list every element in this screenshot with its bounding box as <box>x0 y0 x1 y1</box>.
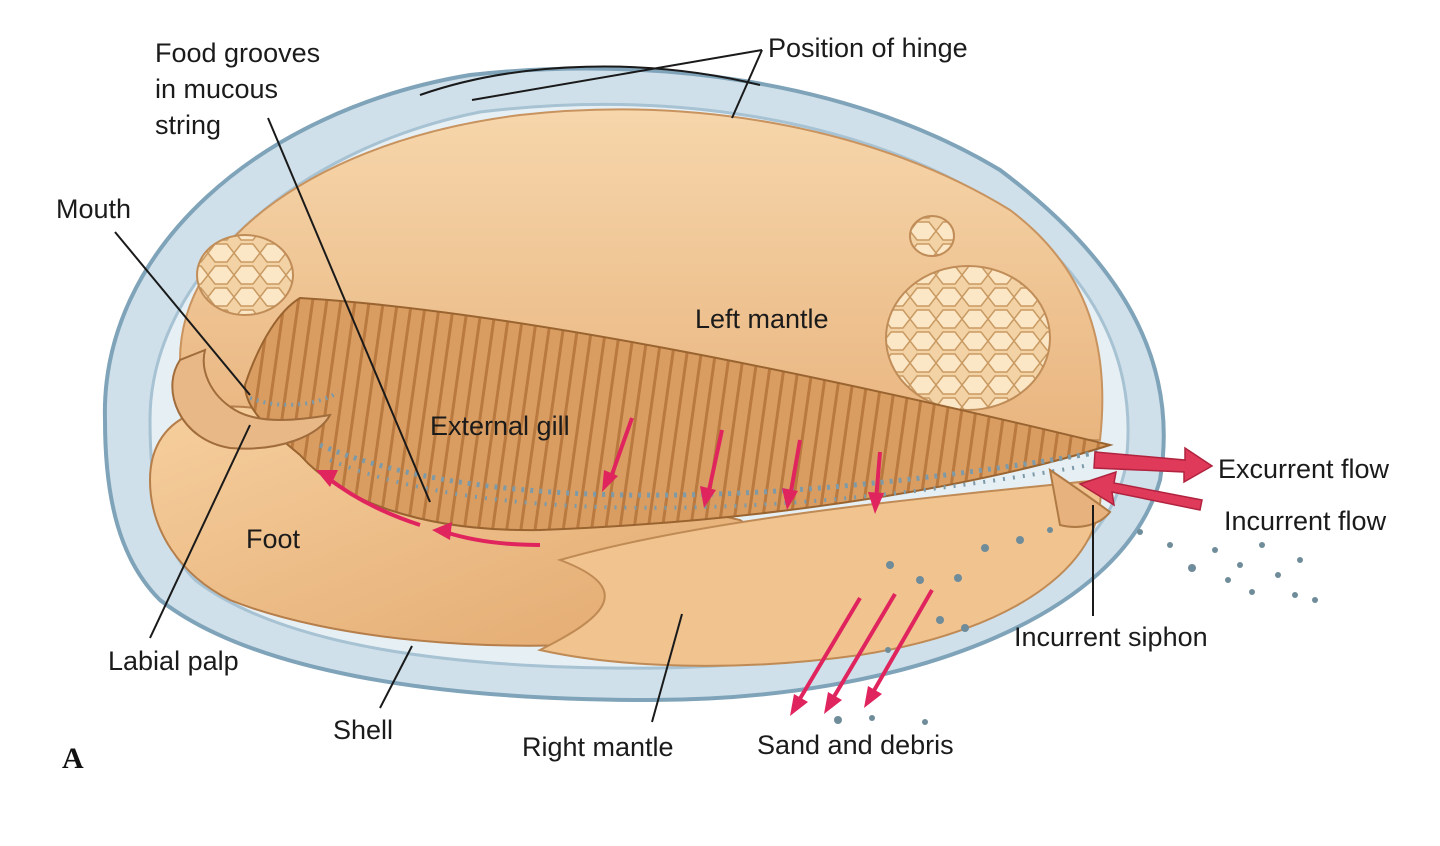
panel-letter: A <box>62 742 84 775</box>
label-shell: Shell <box>333 715 393 745</box>
small-muscle-scar <box>909 215 955 257</box>
sand-debris-arrows <box>790 589 934 716</box>
label-left-mantle: Left mantle <box>695 304 829 334</box>
posterior-adductor-muscle <box>885 265 1051 411</box>
label-right-mantle: Right mantle <box>522 732 674 762</box>
particles <box>834 527 1318 725</box>
label-labial-palp: Labial palp <box>108 646 239 676</box>
label-mouth: Mouth <box>56 194 131 224</box>
leader-lines <box>114 49 1094 723</box>
label-excurrent-flow: Excurrent flow <box>1218 454 1390 484</box>
label-position-of-hinge: Position of hinge <box>768 33 968 63</box>
label-food-grooves-line2: in mucous <box>155 74 278 104</box>
incurrent-flow-arrow <box>1078 470 1203 511</box>
food-transport-arrows <box>316 470 541 547</box>
label-food-grooves-line1: Food grooves <box>155 38 320 68</box>
label-food-grooves-line3: string <box>155 110 221 140</box>
label-incurrent-siphon: Incurrent siphon <box>1014 622 1208 652</box>
labial-palp-shape <box>171 348 340 450</box>
label-sand-and-debris: Sand and debris <box>757 730 954 760</box>
label-foot: Foot <box>246 524 301 554</box>
anterior-adductor-muscle <box>196 234 294 316</box>
excurrent-flow-arrow <box>1093 446 1214 484</box>
incurrent-siphon-shape <box>1048 467 1112 528</box>
gill-flow-arrows <box>602 417 884 514</box>
label-external-gill: External gill <box>430 411 570 441</box>
label-incurrent-flow: Incurrent flow <box>1224 506 1387 536</box>
